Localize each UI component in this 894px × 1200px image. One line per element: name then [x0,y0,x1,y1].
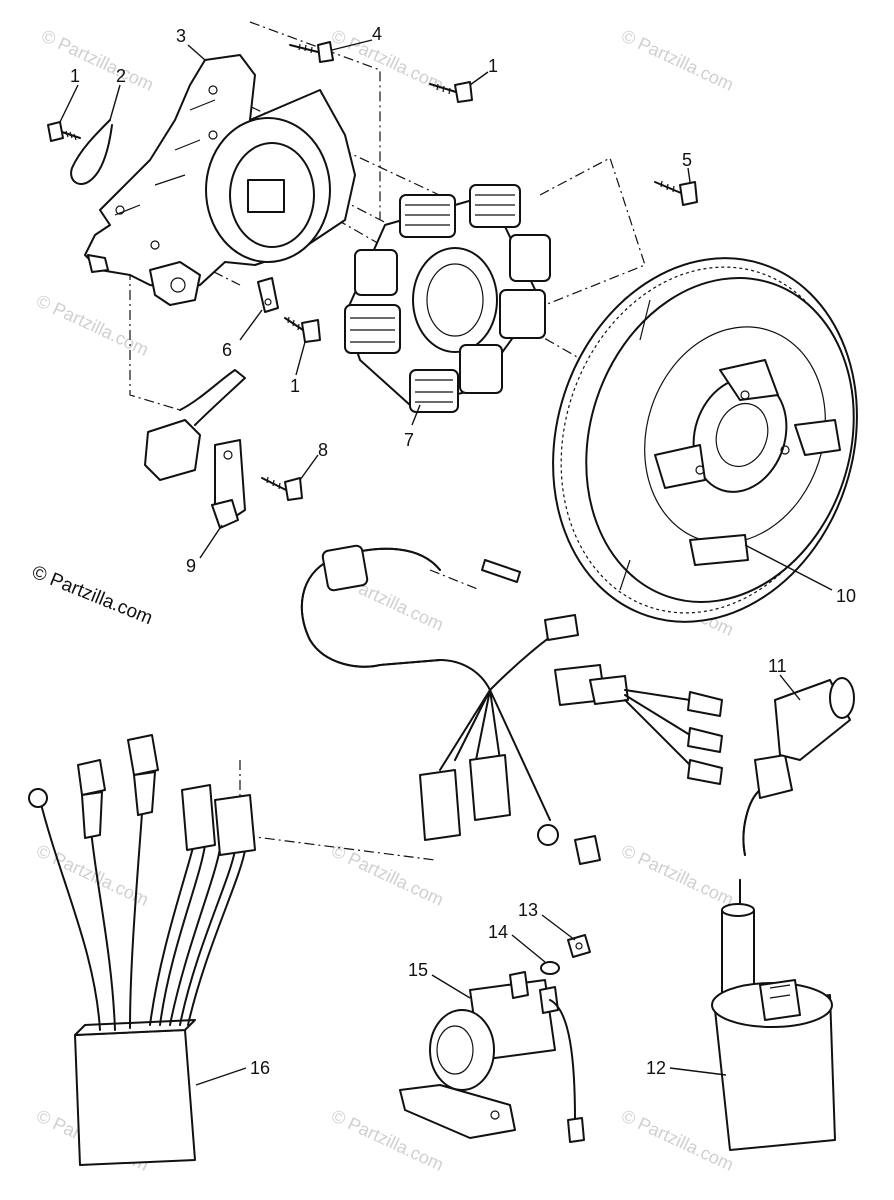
callout-16: 16 [250,1058,270,1078]
callout-13: 13 [518,900,538,920]
flywheel [552,257,858,623]
callout-14: 14 [488,922,508,942]
callout-10: 10 [836,586,856,606]
wiring-harness [300,544,723,865]
watermark: © Partzilla.com [328,25,446,94]
callout-1: 1 [70,66,80,86]
callout-9: 9 [186,556,196,576]
ignition-coil-assembly [711,677,855,1151]
callout-12: 12 [646,1058,666,1078]
copyright-brand: © Partzilla [29,562,118,614]
copyright-text: © Partzilla.com [29,562,156,629]
small-bracket [257,277,279,313]
callout-5: 5 [682,150,692,170]
callout-1: 1 [290,376,300,396]
callout-2: 2 [116,66,126,86]
callout-15: 15 [408,960,428,980]
screw-1-mid [284,316,321,343]
screw-8 [261,476,303,501]
screw-1-top [429,81,473,103]
callout-11: 11 [768,656,787,676]
leader-lines [59,39,833,1086]
stator-mounting-plate [84,54,356,306]
callout-1: 1 [488,56,498,76]
cdi-box-assembly [28,734,256,1166]
stator [344,184,551,413]
screw-5 [654,180,698,206]
watermark: © Partzilla.com [618,840,736,909]
callout-8: 8 [318,440,328,460]
watermark: © Partzilla.com [33,290,151,359]
watermark: © Partzilla.com [618,1105,736,1174]
callout-labels: 1 2 3 4 1 5 6 1 7 8 9 10 11 12 13 14 15 … [70,24,856,1078]
screw-1-left [47,121,81,142]
starter-solenoid-assembly [399,934,591,1143]
watermark: © Partzilla.com [328,840,446,909]
callout-4: 4 [372,24,382,44]
callout-3: 3 [176,26,186,46]
callout-6: 6 [222,340,232,360]
watermark: © Partzilla.com [618,25,736,94]
regulator-bracket-assembly [144,369,246,529]
copyright-notice: © Partzilla.com [29,562,156,629]
callout-7: 7 [404,430,414,450]
screw-4 [289,41,334,63]
copyright-domain: .com [109,594,155,629]
watermark: © Partzilla.com [38,25,156,94]
wire-clip [70,119,113,186]
